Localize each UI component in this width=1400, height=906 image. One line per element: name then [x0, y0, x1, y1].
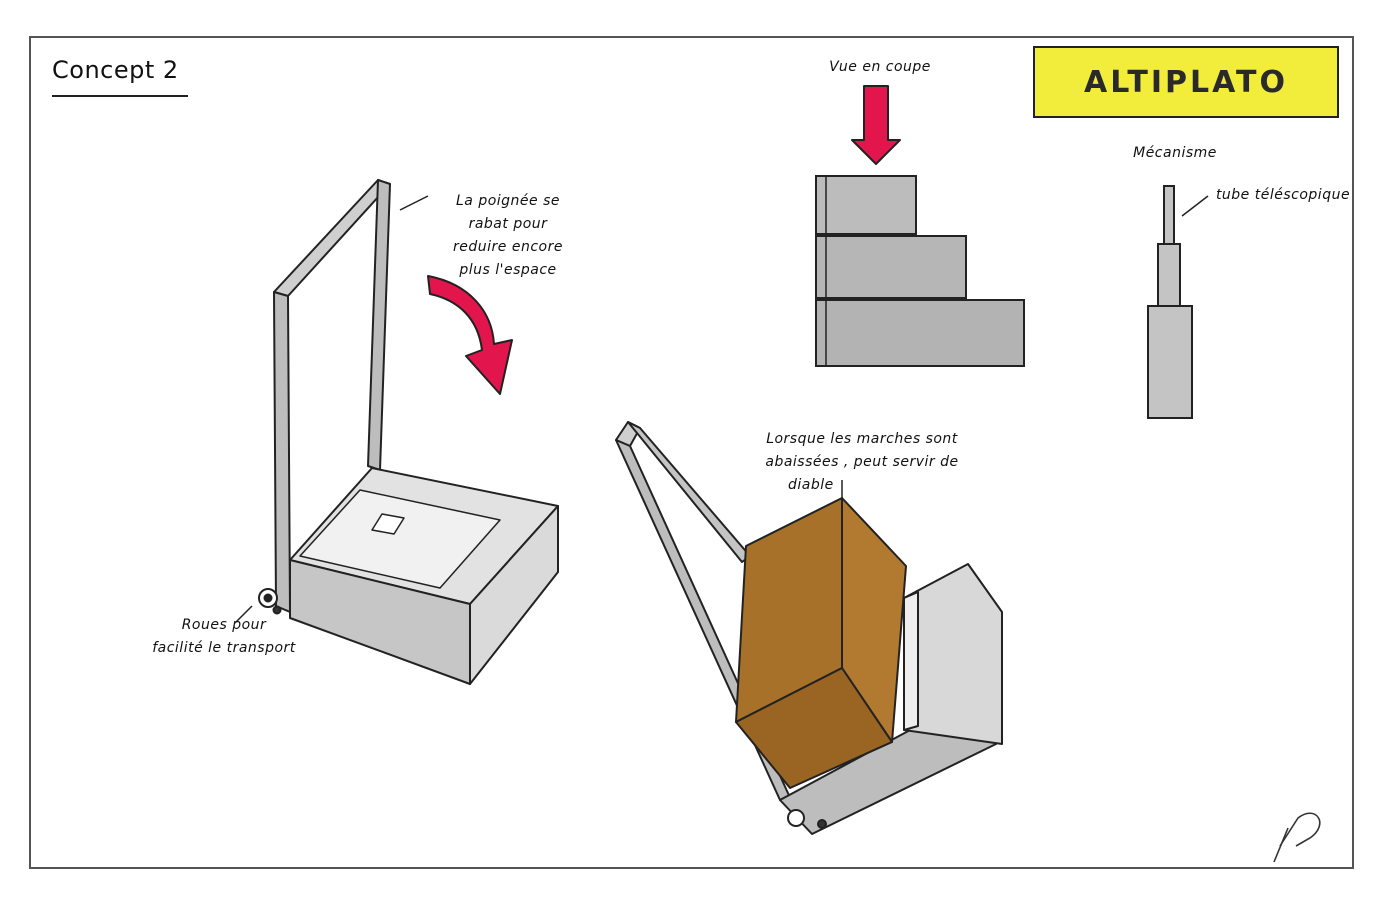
title-underline: [52, 95, 188, 97]
section-arrow-icon: [851, 85, 901, 165]
telescopic-label: tube téléscopique: [1215, 187, 1351, 203]
telescopic-tube: [1147, 185, 1209, 419]
handle-note: La poignée se rabat pour reduire encore …: [453, 193, 563, 278]
mechanism-label: Mécanisme: [1133, 145, 1217, 161]
lowered-steps-note: Lorsque les marches sont abaissées , peu…: [765, 431, 959, 493]
brand-label: ALTIPLATO: [1033, 46, 1339, 118]
stool-with-handle: [235, 179, 559, 685]
section-view-label: Vue en coupe: [829, 59, 931, 75]
section-view: [815, 85, 1025, 367]
fold-arrow-icon: [427, 275, 513, 395]
wheels-note: Roues pour facilité le transport: [152, 617, 296, 656]
concept-title: Concept 2: [52, 56, 179, 84]
hand-truck-configuration: [615, 421, 1003, 835]
signature-monogram: [1273, 812, 1321, 863]
sheet-border: [29, 36, 1354, 869]
